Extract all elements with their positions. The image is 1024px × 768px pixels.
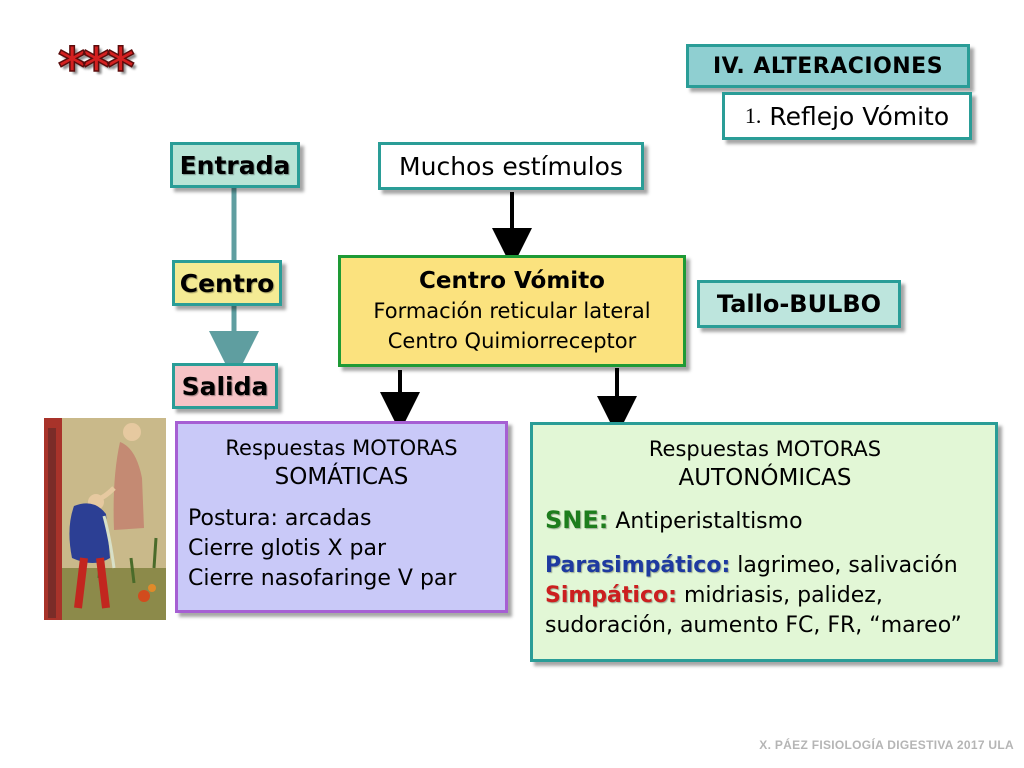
location-box: Tallo-BULBO bbox=[697, 280, 901, 328]
sympathetic-text: midriasis, palidez, bbox=[683, 583, 883, 608]
parasympathetic-text: lagrimeo, salivación bbox=[737, 553, 958, 578]
topic-title: 1. Reflejo Vómito bbox=[722, 92, 972, 140]
vomit-center-line2: Centro Quimiorreceptor bbox=[387, 329, 637, 353]
topic-number: 1. bbox=[744, 103, 762, 128]
vomit-center-title: Centro Vómito bbox=[419, 268, 605, 294]
parasympathetic-colon: : bbox=[721, 553, 731, 578]
sympathetic-label: Simpático bbox=[545, 583, 669, 608]
vomit-center-line1: Formación reticular lateral bbox=[373, 299, 651, 323]
section-title: IV. ALTERACIONES bbox=[686, 44, 970, 88]
list-item: Cierre nasofaringe V par bbox=[188, 566, 457, 591]
stimuli-box: Muchos estímulos bbox=[378, 142, 644, 190]
sne-text: Antiperistaltismo bbox=[615, 509, 803, 534]
somatic-heading-bold: MOTORAS bbox=[352, 436, 458, 460]
somatic-subheading: SOMÁTICAS bbox=[274, 464, 409, 490]
sne-label: SNE: bbox=[545, 506, 609, 534]
sympathetic-colon: : bbox=[668, 583, 677, 608]
vomit-center-box: Centro Vómito Formación reticular latera… bbox=[338, 255, 686, 367]
autonomic-subheading: AUTONÓMICAS bbox=[678, 465, 852, 491]
list-item: Cierre glotis X par bbox=[188, 536, 387, 561]
topic-label: Reflejo Vómito bbox=[769, 101, 950, 131]
somatic-list: Postura: arcadas Cierre glotis X par Cie… bbox=[188, 504, 505, 594]
flow-centro: Centro bbox=[172, 260, 282, 306]
autonomic-heading: Respuestas MOTORAS bbox=[545, 435, 985, 463]
autonomic-heading-bold: MOTORAS bbox=[775, 437, 882, 461]
footer-credit: X. PÁEZ FISIOLOGÍA DIGESTIVA 2017 ULA bbox=[759, 738, 1014, 752]
parasympathetic-row: Parasimpático: lagrimeo, salivación bbox=[545, 551, 985, 581]
flow-salida: Salida bbox=[172, 363, 278, 409]
medieval-vomiting-illustration bbox=[44, 418, 166, 620]
autonomic-heading-prefix: Respuestas bbox=[648, 437, 776, 461]
importance-stars: *** bbox=[57, 36, 135, 99]
somatic-heading-prefix: Respuestas bbox=[225, 436, 353, 460]
somatic-heading: Respuestas MOTORAS bbox=[188, 434, 505, 462]
parasympathetic-label: Parasimpático bbox=[545, 553, 722, 578]
flow-entrada: Entrada bbox=[170, 142, 300, 188]
sympathetic-row: Simpático: midriasis, palidez, bbox=[545, 581, 985, 611]
sne-row: SNE: Antiperistaltismo bbox=[545, 505, 985, 537]
list-item: Postura: arcadas bbox=[188, 506, 372, 531]
sympathetic-row-2: sudoración, aumento FC, FR, “mareo” bbox=[545, 613, 962, 638]
autonomic-response-box: Respuestas MOTORAS AUTONÓMICAS SNE: Anti… bbox=[530, 422, 998, 662]
somatic-response-box: Respuestas MOTORAS SOMÁTICAS Postura: ar… bbox=[175, 421, 508, 613]
